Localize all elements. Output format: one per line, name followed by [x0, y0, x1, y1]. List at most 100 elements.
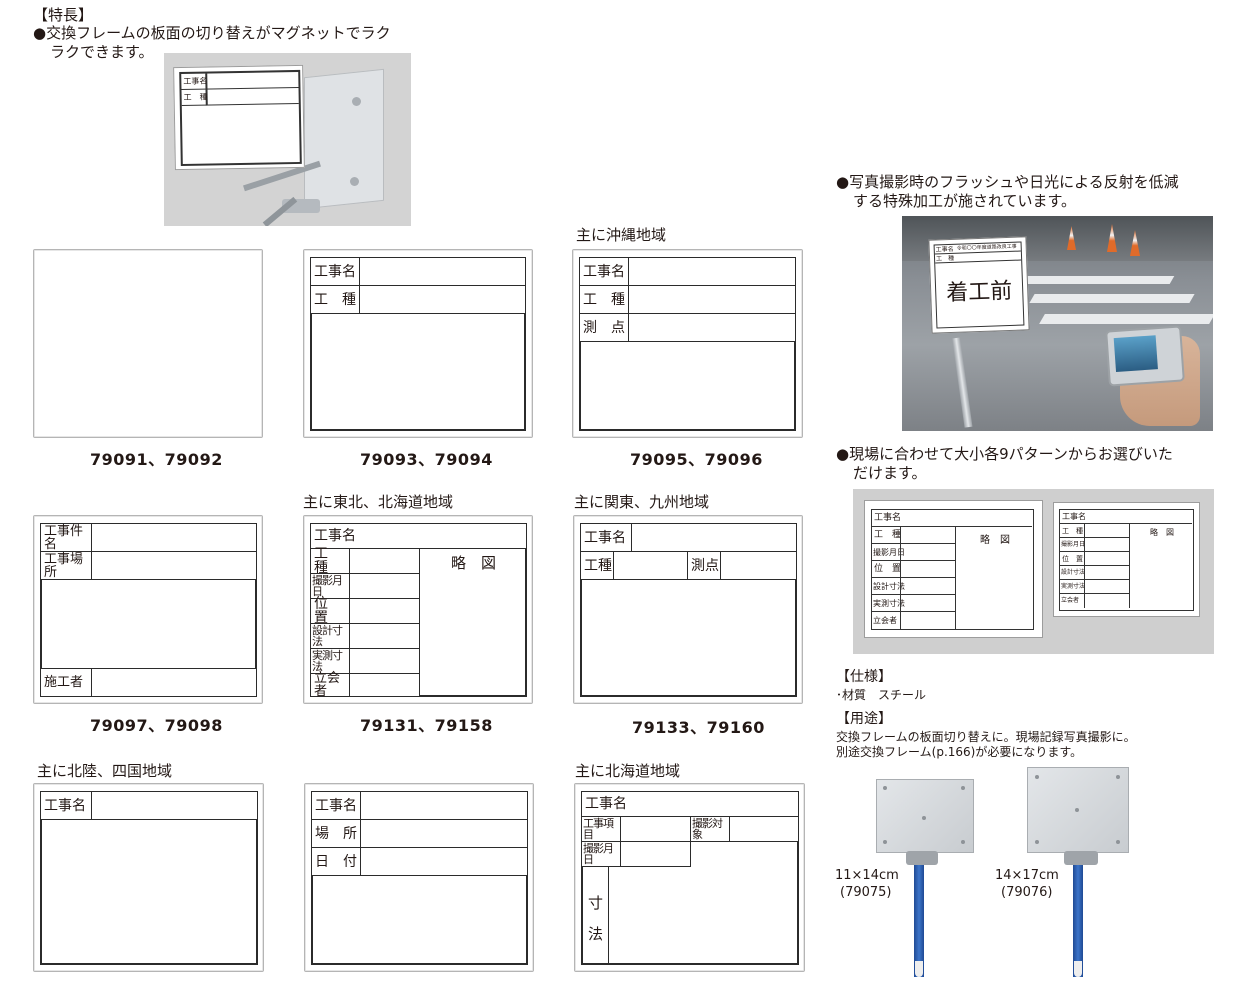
board-7-r1-value [91, 791, 258, 820]
frame-large-pole [1073, 865, 1083, 977]
feature-magnet-line2: ラクできます。 [50, 43, 154, 61]
feature-pattern-line1: ●現場に合わせて大小各9パターンからお選びいた [836, 445, 1173, 463]
traffic-cone [1067, 226, 1076, 250]
frame-small-pole [914, 865, 924, 977]
street-photo: 工事名 令和〇〇年度道路改良工事 工 種 着工前 [902, 216, 1213, 431]
traffic-cone [1107, 224, 1117, 252]
board-9-r4b: 法 [588, 925, 604, 943]
board-8-r3-value [360, 847, 528, 876]
board-79131-r7-label: 立会者 [310, 672, 350, 698]
frame-small-size: 11×14cm [835, 868, 899, 883]
hero-row-1-label: 工事名 [183, 76, 208, 86]
spec-material: ･材質 スチール [836, 688, 927, 702]
magnet-dot [350, 177, 359, 186]
size-small-r6: 実測寸法 [1060, 580, 1130, 594]
photo-board: 工事名 令和〇〇年度道路改良工事 工 種 着工前 [928, 236, 1030, 334]
board-9-r4-label-cell [581, 866, 609, 965]
board-79131-r4-label: 位 置 [310, 597, 350, 625]
board-79131-r1: 工事名 [310, 523, 527, 549]
frame-small-plate [876, 779, 974, 853]
usage-heading: 【用途】 [836, 711, 892, 727]
board-79091 [33, 249, 263, 438]
board-79093-r1-label: 工事名 [310, 257, 360, 286]
board-79133: 工事名 工種 測点 [573, 515, 803, 704]
board-7-r1-label: 工事名 [40, 791, 92, 820]
board-7-frame [40, 791, 258, 965]
sizes-image: 工事名 工 種 撮影月日 位 置 設計寸法 実測寸法 立会者 略 図 工事名 工… [853, 489, 1214, 654]
size-small-r3: 撮影月日 [1060, 538, 1130, 552]
usage-line2: 別途交換フレーム(p.166)が必要になります。 [836, 745, 1083, 759]
board-79131-r2-label: 工 種 [310, 547, 350, 575]
board-9-r4a: 寸 [588, 894, 604, 912]
size-large-frame: 工事名 工 種 撮影月日 位 置 設計寸法 実測寸法 立会者 略 図 [871, 509, 1034, 630]
board-8-r1-label: 工事名 [311, 791, 361, 820]
board-79095-code: 79095、79096 [630, 450, 763, 469]
board-7-region: 主に北陸、四国地域 [37, 762, 173, 780]
size-large-r1: 工事名 [872, 510, 1032, 527]
board-79097-r3-label: 施工者 [40, 668, 92, 697]
feature-flash-line1: ●写真撮影時のフラッシュや日光による反射を低減 [836, 173, 1179, 191]
board-79133-r2-label: 工種 [580, 551, 614, 580]
hero-row-2-label: 工 種 [183, 92, 208, 102]
board-79093-r2-label: 工 種 [310, 285, 360, 314]
board-8-r2-value [360, 819, 528, 848]
board-79133-r2b-value [720, 551, 797, 580]
frame-small-code: (79075) [840, 885, 892, 900]
size-small-r5: 設計寸法 [1060, 566, 1130, 580]
board-8-r1-value [360, 791, 528, 820]
board-79131-r5-value [349, 623, 420, 649]
board-79133-r1-value [631, 523, 797, 552]
feature-magnet-line1: ●交換フレームの板面の切り替えがマグネットでラク [33, 24, 391, 42]
board-8: 工事名 場 所 日 付 [304, 783, 534, 972]
board-79095-region: 主に沖縄地域 [576, 226, 667, 244]
photo-pole [952, 337, 973, 428]
feature-flash-line2: する特殊加工が施されています。 [853, 192, 1077, 210]
board-79131-r2-value [349, 548, 420, 574]
size-large-r6: 実測寸法 [872, 595, 956, 612]
board-9-r2b-value [729, 816, 799, 842]
size-large-r5: 設計寸法 [872, 578, 956, 595]
size-small-sketch: 略 図 [1150, 528, 1174, 537]
board-79131-r3-label: 撮影月日 [310, 573, 350, 599]
board-79131-r4-value [349, 598, 420, 624]
board-79095-r3-label: 測 点 [579, 313, 629, 342]
hero-board-frame: 工事名 工 種 [179, 69, 302, 167]
frame-large-tip [1074, 961, 1082, 977]
spec-heading: 【仕様】 [836, 669, 892, 685]
frame-small-clamp [906, 851, 938, 865]
board-79097: 工事件名 工事場所 施工者 [33, 515, 263, 704]
board-79097-r2-value [91, 551, 257, 580]
board-7: 工事名 [33, 783, 264, 972]
board-9: 工事名 工事項目 撮影対象 撮影月日 寸 法 [574, 783, 805, 972]
feature-pattern-line2: だけます。 [853, 464, 927, 482]
size-small-r7: 立会者 [1060, 594, 1130, 608]
camera [1105, 325, 1185, 387]
crosswalk-stripe [1029, 294, 1195, 303]
board-9-r2-label: 工事項目 [581, 816, 621, 842]
board-9-r2-value [620, 816, 691, 842]
board-79097-r1-value [91, 523, 257, 552]
magnet-dot [352, 97, 361, 106]
frame-large-size: 14×17cm [995, 868, 1059, 883]
board-79131-region: 主に東北、北海道地域 [303, 493, 454, 511]
board-9-region: 主に北海道地域 [575, 762, 681, 780]
board-8-r2-label: 場 所 [311, 819, 361, 848]
board-9-r3-value [620, 841, 691, 867]
board-79093-r1-value [359, 257, 526, 286]
size-large-r7: 立会者 [872, 612, 956, 629]
board-79131-sketch: 略 図 [451, 554, 497, 572]
camera-screen [1113, 335, 1158, 373]
size-small-r2: 工 種 [1060, 524, 1130, 538]
board-79133-r2-value [613, 551, 688, 580]
board-79131-r3-value [349, 573, 420, 599]
features-heading: 【特長】 [33, 6, 94, 24]
board-79091-code: 79091、79092 [90, 450, 223, 469]
board-79133-region: 主に関東、九州地域 [574, 493, 710, 511]
board-79097-r2-label: 工事場所 [40, 551, 92, 580]
frame-large-plate [1027, 767, 1129, 853]
frame-large-code: (79076) [1001, 885, 1053, 900]
board-79095-r2-value [628, 285, 796, 314]
size-large-divider [900, 527, 901, 629]
traffic-cone [1130, 230, 1140, 256]
board-79097-r3-value [91, 668, 257, 697]
